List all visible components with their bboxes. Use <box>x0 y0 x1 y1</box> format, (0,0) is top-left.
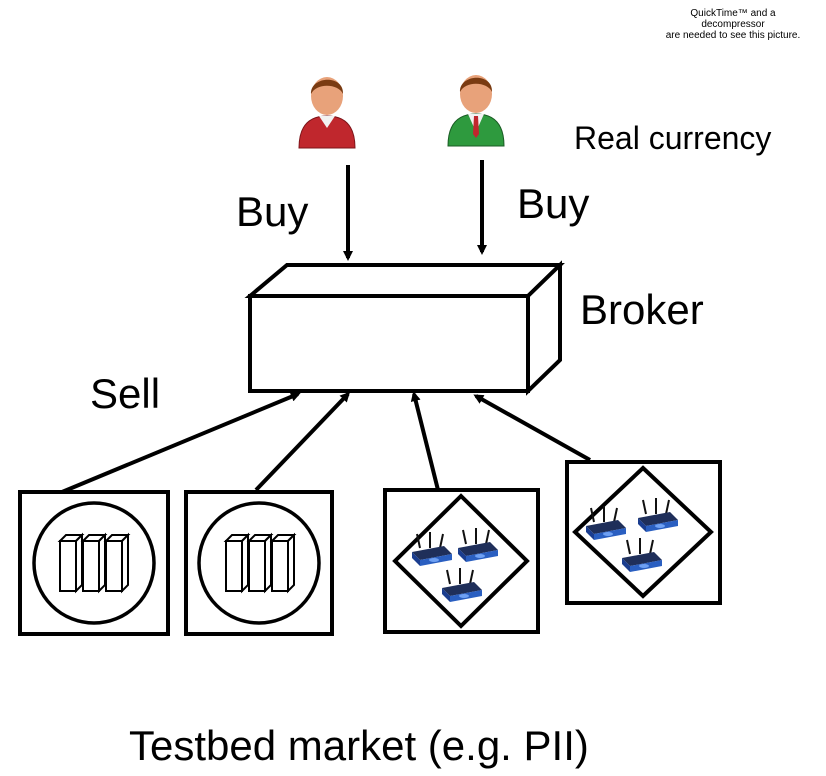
real-currency-label: Real currency <box>574 120 772 156</box>
server-icon <box>225 534 295 592</box>
router-node-1 <box>383 488 540 634</box>
buy-label-left: Buy <box>236 188 309 235</box>
sell-label: Sell <box>90 370 161 417</box>
caption: Testbed market (e.g. PII) <box>129 722 589 769</box>
quicktime-notice-line2: decompressor <box>701 19 765 30</box>
server-node-2 <box>184 490 334 636</box>
server-icon <box>59 534 129 592</box>
server-node-1 <box>18 490 170 636</box>
sell-arrow-3 <box>410 391 440 491</box>
broker-label: Broker <box>580 286 704 333</box>
quicktime-notice-line3: are needed to see this picture. <box>665 30 801 41</box>
broker-box <box>244 260 565 396</box>
sell-arrow-4 <box>473 394 591 462</box>
router-node-2 <box>565 460 722 605</box>
buyer-right-avatar <box>447 75 505 147</box>
quicktime-notice-line1: QuickTime™ and a <box>690 8 776 19</box>
sell-arrow-1 <box>61 392 301 494</box>
quicktime-notice: QuickTime™ and a decompressor are needed… <box>640 8 826 41</box>
buy-label-right: Buy <box>517 180 590 227</box>
buyer-left-avatar <box>298 77 356 149</box>
sell-arrow-2 <box>254 391 351 492</box>
